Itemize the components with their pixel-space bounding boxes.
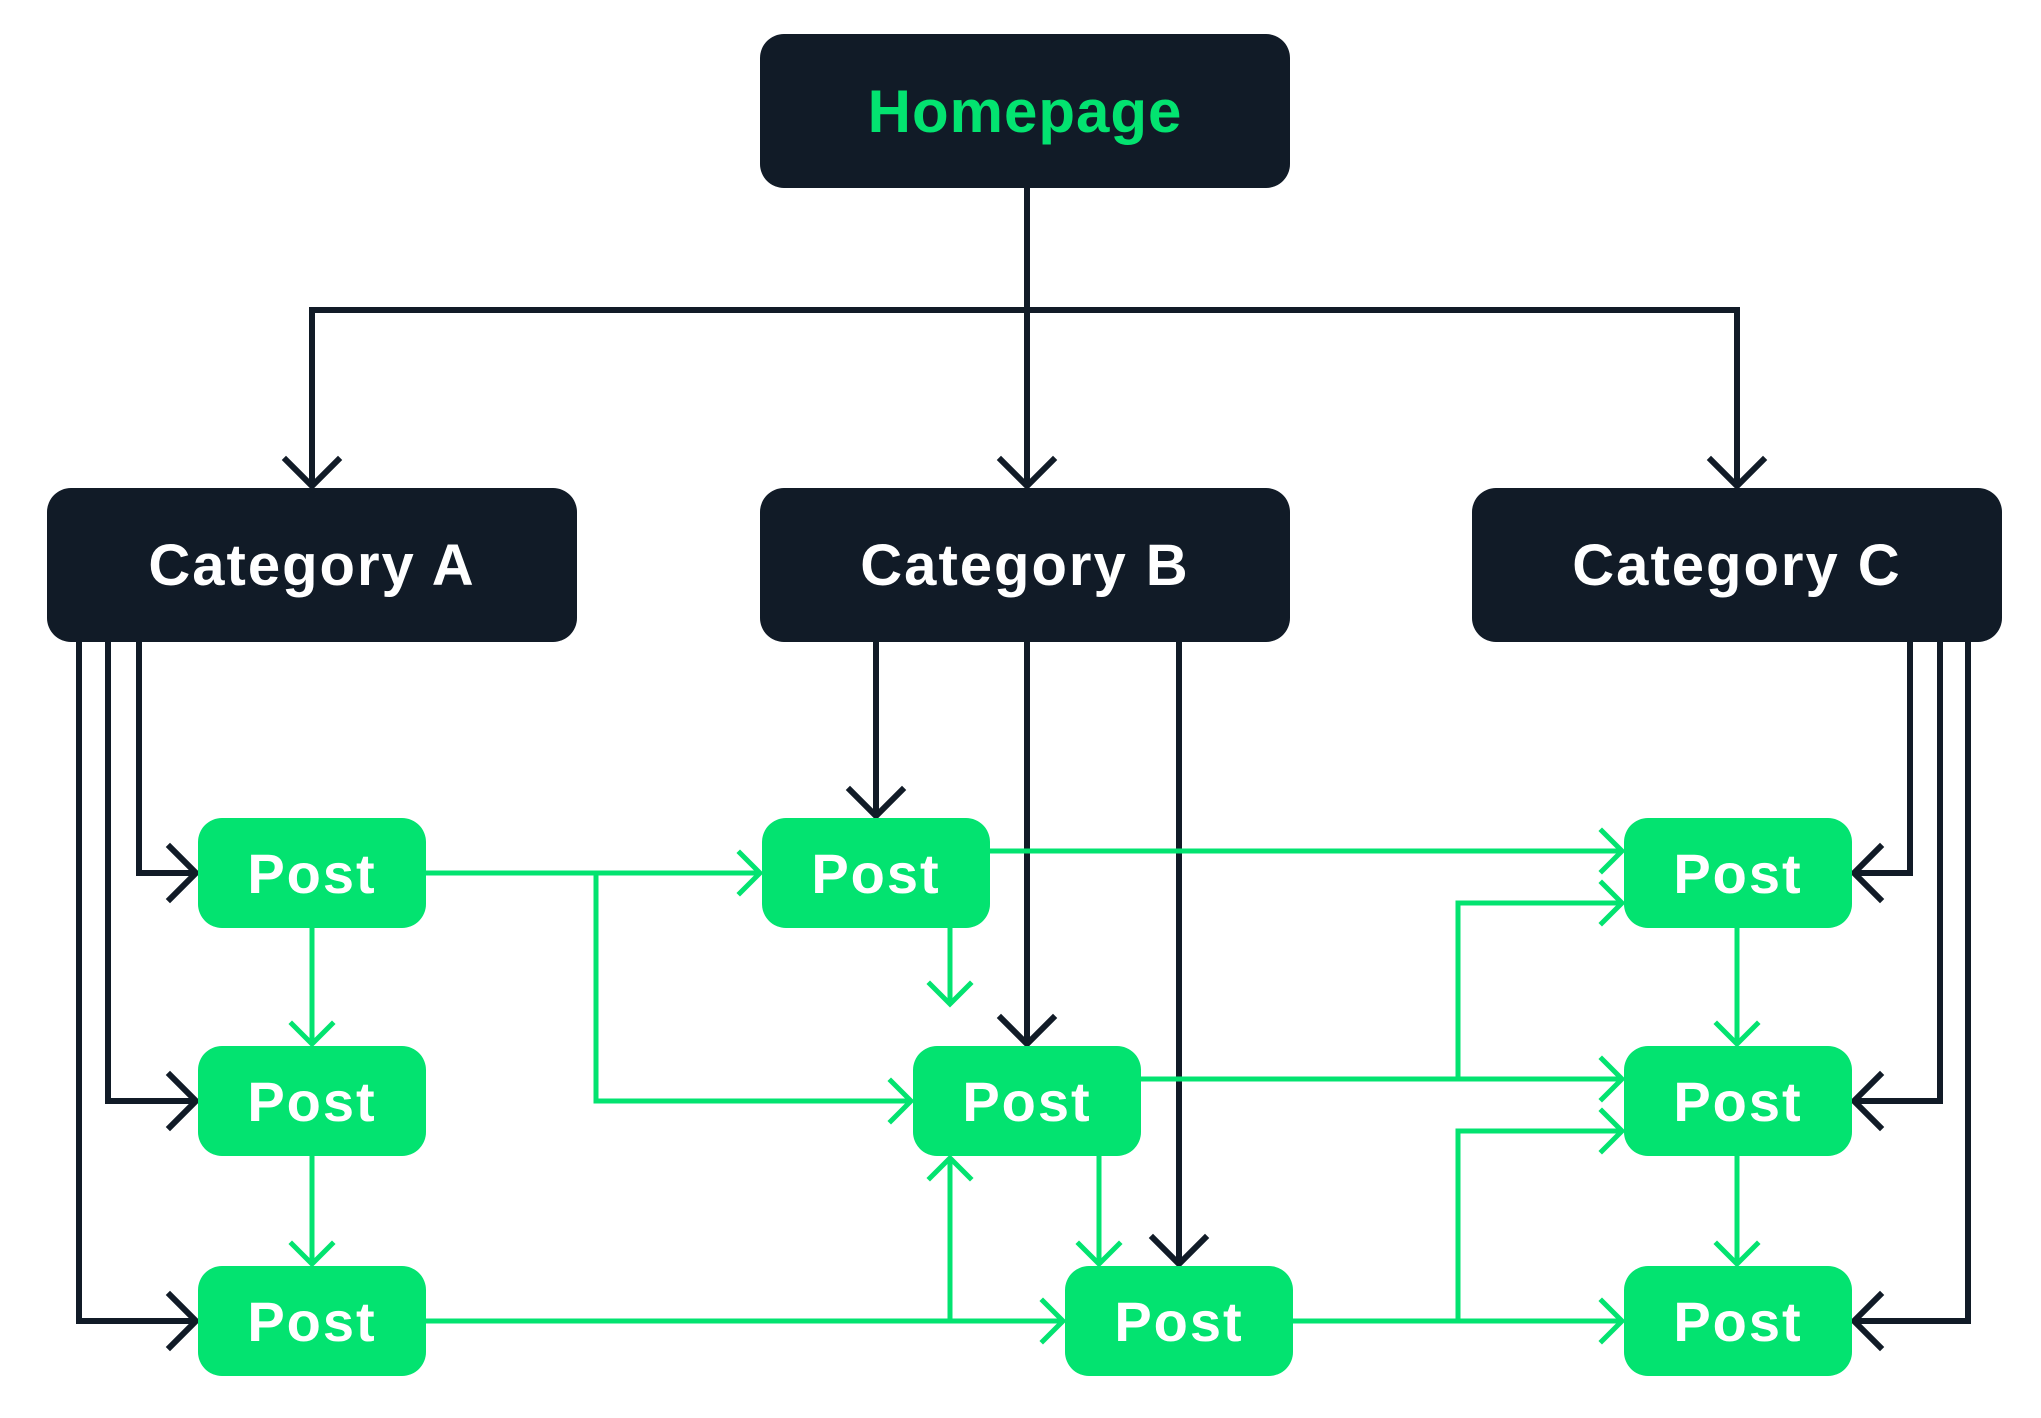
post-b2-label: Post <box>962 1069 1092 1133</box>
connector-post-c2-to-post-c3 <box>1713 1156 1761 1268</box>
connector-post-b1-to-post-c1 <box>990 827 1626 875</box>
arrowhead-icon <box>1598 1055 1626 1103</box>
arrowhead-icon <box>1598 827 1626 875</box>
arrowhead-icon <box>281 455 343 491</box>
arrowhead-icon <box>1849 1070 1885 1132</box>
arrowhead-icon <box>996 1013 1058 1049</box>
category-c-node: Category C <box>1472 488 2002 642</box>
connector-homepage-to-category-c <box>1027 307 1768 491</box>
post-c2-label: Post <box>1673 1069 1803 1133</box>
connector-post-b3-to-post-c2 <box>1455 1107 1626 1321</box>
connector-line <box>309 188 1030 486</box>
arrowhead-icon <box>165 842 201 904</box>
arrowhead-icon <box>1706 455 1768 491</box>
arrowhead-icon <box>887 1077 915 1125</box>
connector-line <box>593 873 911 1104</box>
category-a-node: Category A <box>47 488 577 642</box>
connector-line <box>136 642 196 876</box>
arrowhead-icon <box>1598 879 1626 927</box>
connector-category-c-to-post-c2 <box>1849 642 1943 1132</box>
connector-line <box>76 642 196 1324</box>
connector-line <box>1027 307 1740 486</box>
post-a1-node: Post <box>198 818 426 928</box>
connector-post-a1-to-post-a2 <box>288 928 336 1048</box>
post-c1-node: Post <box>1624 818 1852 928</box>
post-c3-label: Post <box>1673 1289 1803 1353</box>
arrowhead-icon <box>1039 1297 1067 1345</box>
arrowhead-icon <box>1849 842 1885 904</box>
connector-post-a2-to-post-a3 <box>288 1156 336 1268</box>
post-b3-label: Post <box>1114 1289 1244 1353</box>
connector-line <box>1455 900 1622 1079</box>
category-a-label: Category A <box>148 532 476 598</box>
arrowhead-icon <box>1598 1297 1626 1345</box>
arrowhead-icon <box>926 1154 974 1182</box>
arrowhead-icon <box>1713 1020 1761 1048</box>
arrowhead-icon <box>1075 1240 1123 1268</box>
post-a2-label: Post <box>247 1069 377 1133</box>
post-b3-node: Post <box>1065 1266 1293 1376</box>
homepage-node: Homepage <box>760 34 1290 188</box>
arrowhead-icon <box>1713 1240 1761 1268</box>
post-a3-node: Post <box>198 1266 426 1376</box>
arrowhead-icon <box>1849 1290 1885 1352</box>
connector-post-c1-to-post-c2 <box>1713 928 1761 1048</box>
connector-category-a-to-post-a3 <box>76 642 201 1352</box>
connector-category-a-to-post-a1 <box>136 642 201 904</box>
post-c3-node: Post <box>1624 1266 1852 1376</box>
connector-category-b-to-post-b2 <box>996 642 1058 1049</box>
post-c1-label: Post <box>1673 841 1803 905</box>
connector-post-a3-to-post-b3 <box>426 1297 1067 1345</box>
connector-category-c-to-post-c1 <box>1849 642 1913 904</box>
connector-post-b1-to-post-b2 <box>926 928 974 1008</box>
arrowhead-icon <box>1598 1107 1626 1155</box>
arrowhead-icon <box>736 849 764 897</box>
connector-line <box>1854 642 1913 876</box>
connector-post-b2-to-post-c1 <box>1455 879 1626 1079</box>
arrowhead-icon <box>926 980 974 1008</box>
connector-category-b-to-post-b1 <box>845 642 907 821</box>
arrowhead-icon <box>1148 1233 1210 1269</box>
homepage-label: Homepage <box>867 77 1183 145</box>
post-a2-node: Post <box>198 1046 426 1156</box>
connector-category-c-to-post-c3 <box>1849 642 1971 1352</box>
connector-line <box>1455 1128 1622 1321</box>
arrowhead-icon <box>165 1290 201 1352</box>
connector-line <box>1854 642 1971 1324</box>
connector-line <box>105 642 196 1104</box>
post-b1-node: Post <box>762 818 990 928</box>
connector-post-a1-to-post-b2 <box>593 873 915 1125</box>
connector-post-a1-to-post-b1 <box>426 849 764 897</box>
connector-post-b2-to-post-c2 <box>1141 1055 1626 1103</box>
post-c2-node: Post <box>1624 1046 1852 1156</box>
arrowhead-icon <box>288 1240 336 1268</box>
post-b1-label: Post <box>811 841 941 905</box>
connector-line <box>1854 642 1943 1104</box>
category-b-node: Category B <box>760 488 1290 642</box>
post-b2-node: Post <box>913 1046 1141 1156</box>
arrowhead-icon <box>996 455 1058 491</box>
connector-homepage-to-category-b <box>996 188 1058 491</box>
arrowhead-icon <box>288 1020 336 1048</box>
connector-category-a-to-post-a2 <box>105 642 201 1132</box>
post-a1-label: Post <box>247 841 377 905</box>
arrowhead-icon <box>165 1070 201 1132</box>
connector-category-b-to-post-b3 <box>1148 642 1210 1269</box>
connector-post-a3-to-post-b2 <box>926 1154 974 1321</box>
arrowhead-icon <box>845 785 907 821</box>
category-c-label: Category C <box>1572 532 1902 598</box>
connector-homepage-to-category-a <box>281 188 1030 491</box>
post-a3-label: Post <box>247 1289 377 1353</box>
category-b-label: Category B <box>860 532 1190 598</box>
connector-post-b2-to-post-b3 <box>1075 1156 1123 1268</box>
